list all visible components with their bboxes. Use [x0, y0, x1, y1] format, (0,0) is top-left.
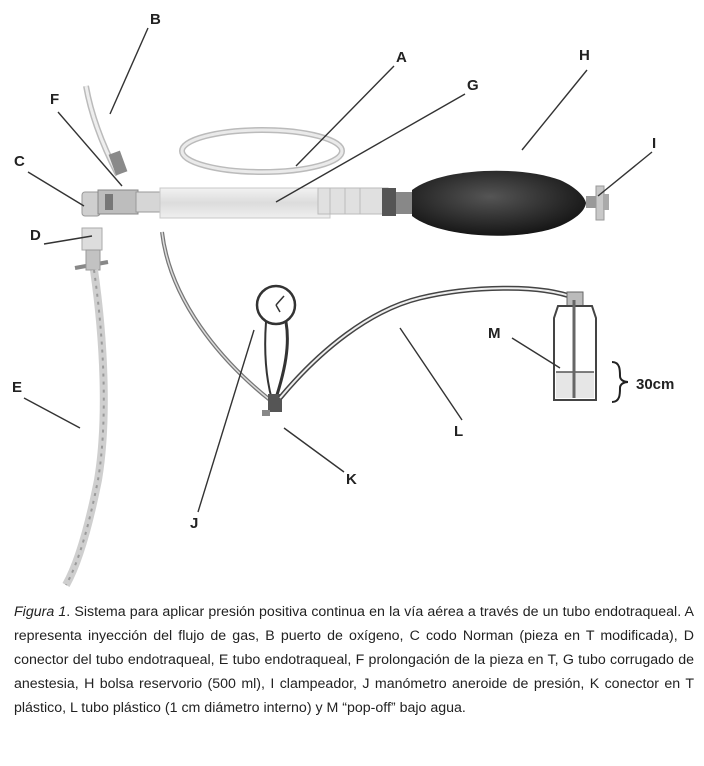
corrugated-tube [159, 187, 412, 219]
clamp [595, 185, 609, 221]
label-a: A [396, 49, 407, 66]
gas-flow-loop [179, 127, 345, 175]
label-i: I [652, 135, 656, 152]
label-k: K [346, 471, 357, 488]
aneroid-manometer [255, 284, 297, 401]
label-l: L [454, 423, 463, 440]
apparatus-diagram: 30cm B A G H I F C D E J K L M [12, 11, 674, 587]
label-m: M [488, 325, 501, 342]
oxygen-port [83, 85, 128, 177]
plastic-tube [278, 285, 576, 400]
label-d: D [30, 227, 41, 244]
reservoir-bag [412, 170, 598, 236]
label-b: B [150, 11, 161, 28]
figure-label: Figura 1 [14, 604, 67, 620]
pressure-line [160, 231, 272, 402]
et-connector [74, 227, 109, 271]
label-h: H [579, 47, 590, 64]
t-connector [262, 394, 282, 416]
height-bracket [611, 361, 629, 403]
label-f: F [50, 91, 59, 108]
popoff-bottle [553, 291, 597, 401]
label-j: J [190, 515, 198, 532]
caption-text: . Sistema para aplicar presión positiva … [14, 604, 695, 716]
label-c: C [14, 153, 25, 170]
height-note: 30cm [636, 376, 674, 393]
label-g: G [467, 77, 479, 94]
norman-elbow [81, 189, 167, 217]
endotracheal-tube [62, 269, 108, 587]
label-leaders [23, 27, 653, 513]
label-e: E [12, 379, 22, 396]
figure-caption: Figura 1. Sistema para aplicar presión p… [14, 600, 694, 720]
